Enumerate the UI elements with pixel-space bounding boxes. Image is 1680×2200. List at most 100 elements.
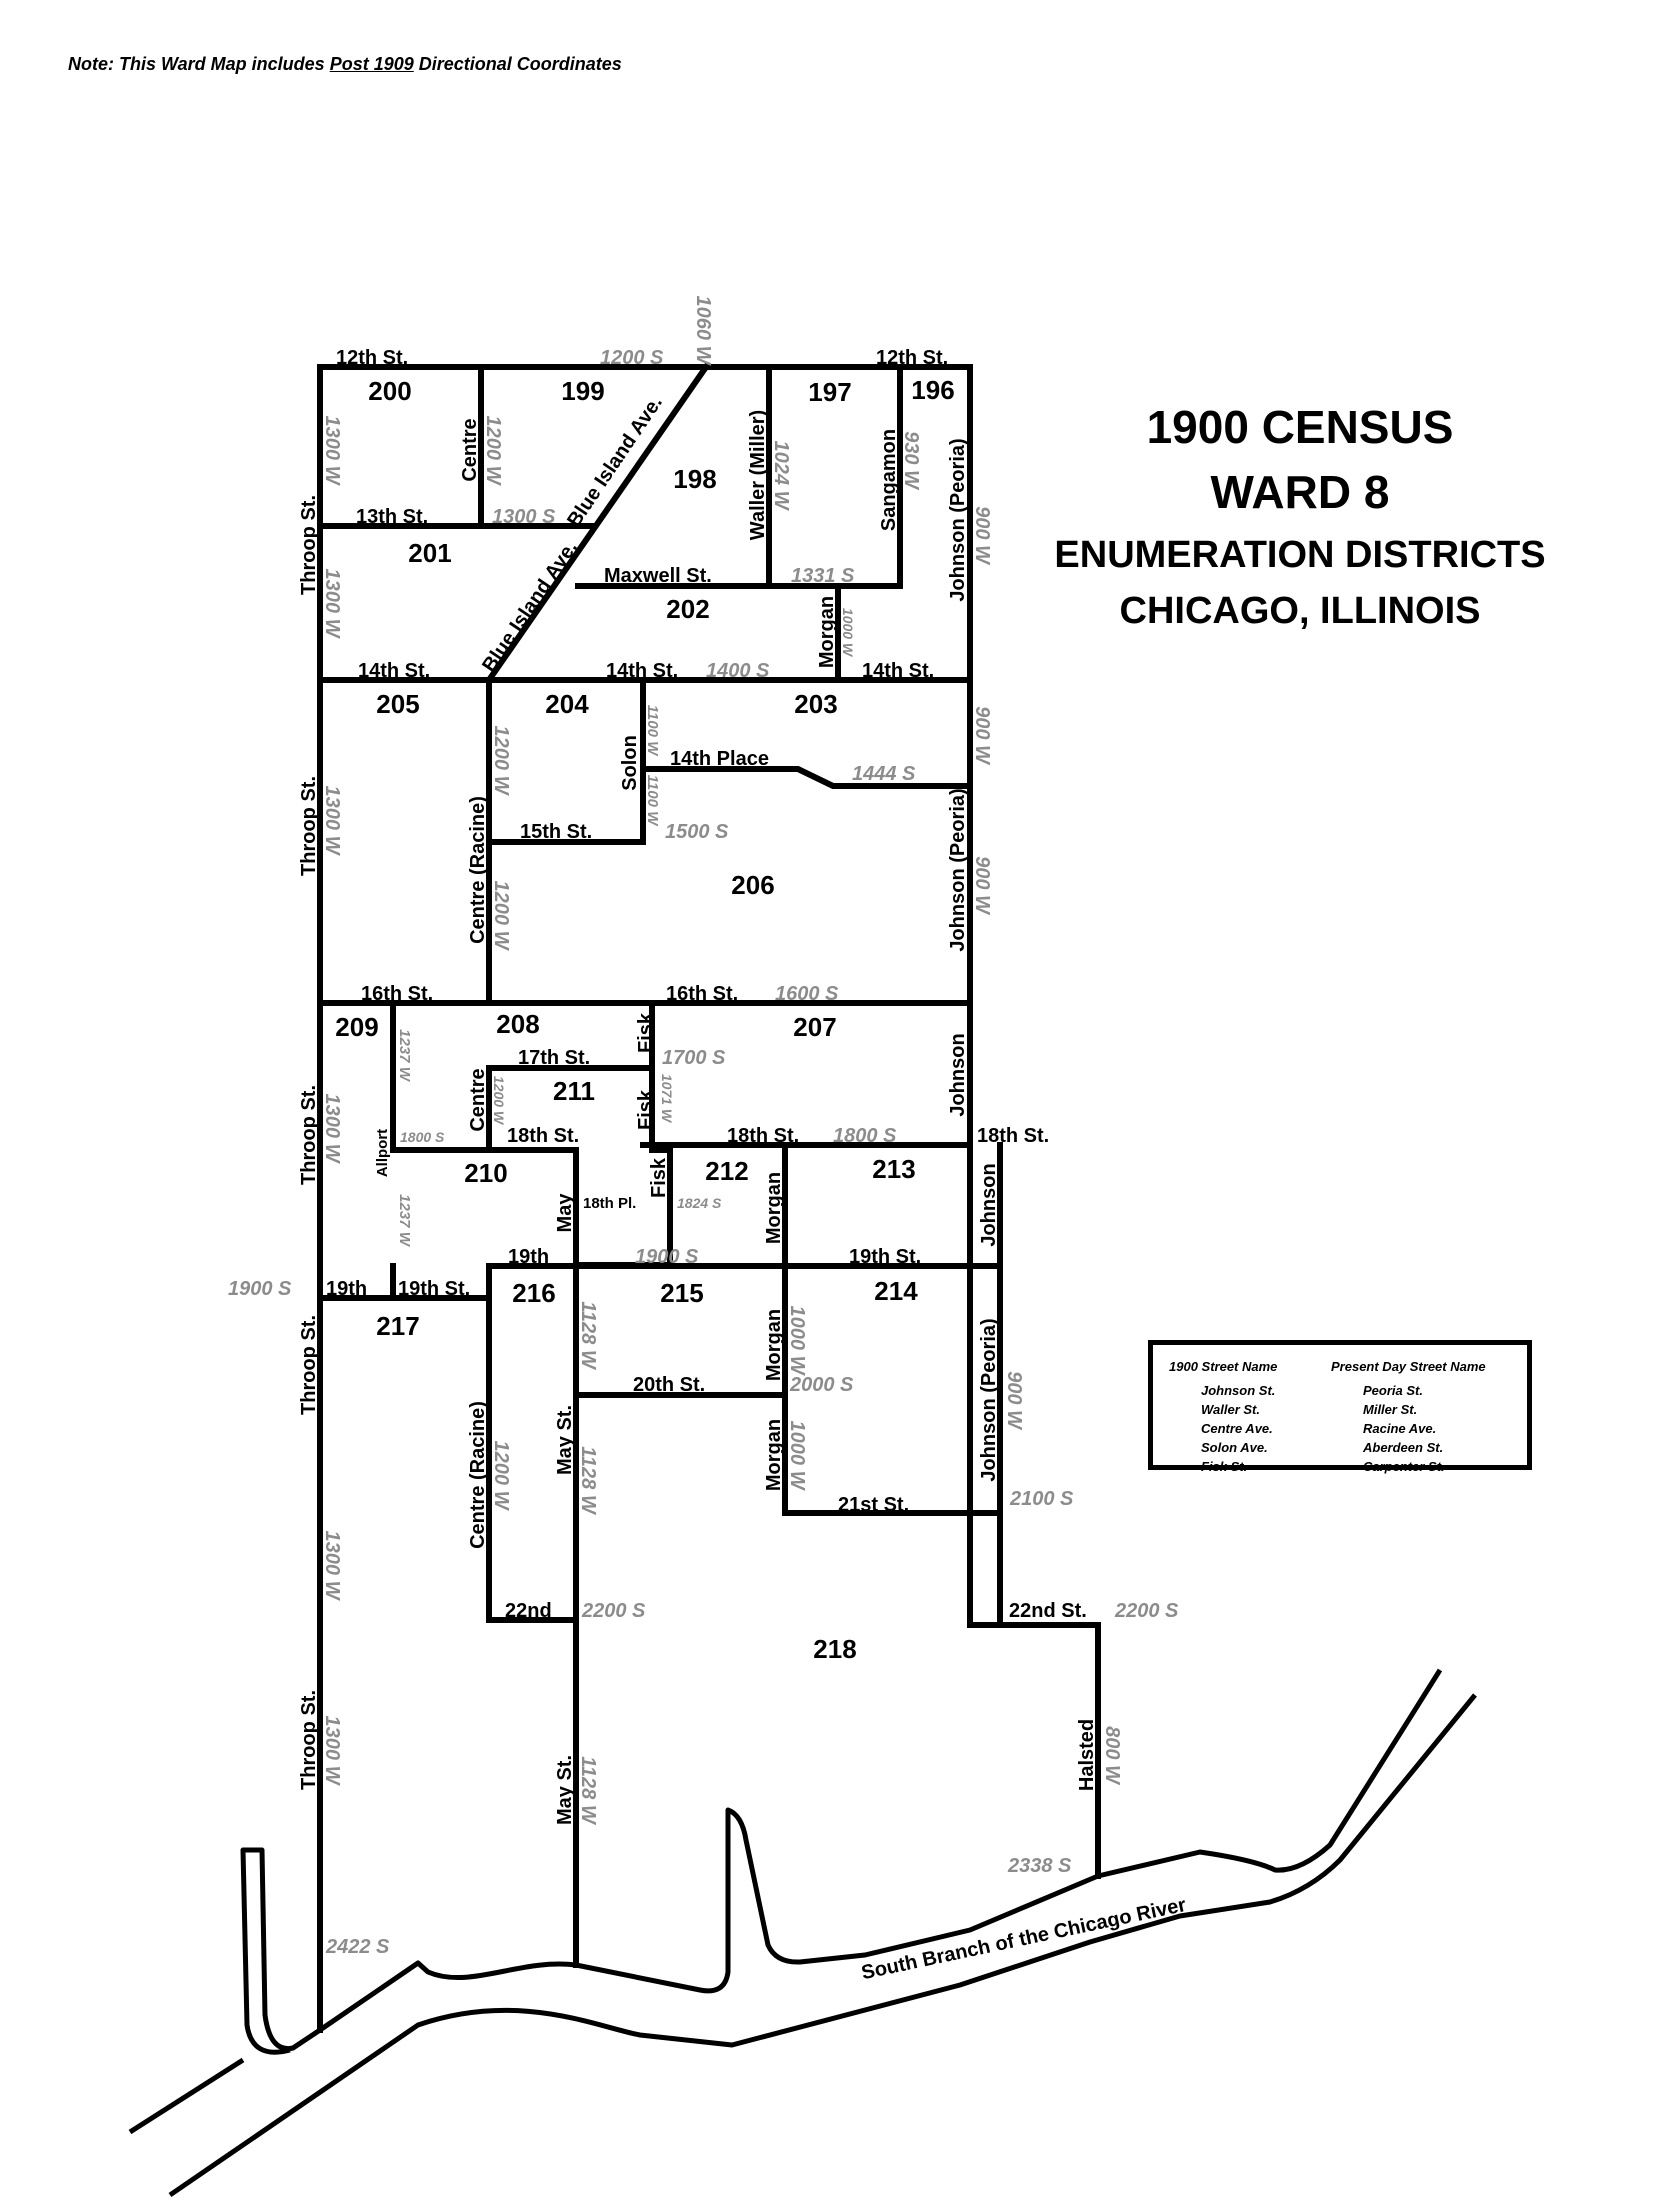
street-14th-east: 14th St. [862, 660, 934, 682]
coord-1000w-3: 1000 W [786, 1421, 808, 1492]
coord-1100w-2: 1100 W [644, 775, 661, 827]
coord-1500s: 1500 S [665, 821, 729, 843]
legend-header-new: Present Day Street Name [1331, 1359, 1486, 1374]
district-207: 207 [793, 1012, 836, 1042]
coord-1824s: 1824 S [677, 1195, 722, 1211]
chicago-river [128, 1668, 1477, 2198]
coord-1200w-2: 1200 W [490, 726, 512, 797]
coord-930w: 930 W [900, 431, 922, 491]
coord-1300s: 1300 S [492, 506, 556, 528]
coord-2100s: 2100 S [1009, 1488, 1074, 1510]
coord-1128w-3: 1128 W [577, 1756, 599, 1826]
legend-old-0: Johnson St. [1201, 1383, 1276, 1398]
district-201: 201 [408, 538, 451, 568]
coord-900w-4: 900 W [1003, 1371, 1025, 1431]
coord-1300w-4: 1300 W [321, 1094, 343, 1165]
legend-new-3: Aberdeen St. [1363, 1440, 1444, 1455]
map-title-line2: WARD 8 [1210, 466, 1390, 518]
street-centre-1: Centre [459, 418, 481, 481]
coord-1000w-2: 1000 W [786, 1306, 808, 1377]
street-maxwell: Maxwell St. [604, 565, 712, 587]
coord-1200w-1: 1200 W [482, 416, 504, 487]
district-216: 216 [512, 1278, 555, 1308]
street-21st: 21st St. [838, 1494, 909, 1516]
street-johnson-peoria-2: Johnson (Peoria) [947, 788, 969, 951]
street-name-legend: 1900 Street Name Present Day Street Name… [1148, 1340, 1532, 1474]
street-fisk-1: Fisk [635, 1012, 657, 1053]
coordinate-labels-vertical: 1060 W 1300 W 1300 W 1200 W 1024 W 930 W… [321, 296, 1123, 1826]
district-209: 209 [335, 1012, 378, 1042]
street-18th-west: 18th St. [507, 1125, 579, 1147]
street-18th-place: 18th Pl. [583, 1195, 636, 1212]
legend-new-1: Miller St. [1363, 1402, 1418, 1417]
street-morgan-1: Morgan [816, 596, 838, 668]
street-may-st-1: May St. [554, 1405, 576, 1475]
district-217: 217 [376, 1311, 419, 1341]
legend-header-old: 1900 Street Name [1169, 1359, 1278, 1374]
street-johnson-peoria-3: Johnson (Peoria) [978, 1318, 1000, 1481]
street-throop-2: Throop St. [298, 776, 320, 876]
coord-1300w-6: 1300 W [321, 1716, 343, 1787]
street-may-1: May [554, 1193, 576, 1233]
street-14th-west: 14th St. [358, 660, 430, 682]
map-title-line1: 1900 CENSUS [1146, 401, 1454, 453]
coord-1200s: 1200 S [600, 347, 664, 369]
street-waller: Waller (Miller) [747, 410, 769, 540]
coordinate-labels: 1200 S 1300 S 1331 S 1400 S 1444 S 1500 … [228, 347, 1179, 1958]
coord-1000w-1: 1000 W [840, 608, 856, 658]
district-215: 215 [660, 1278, 703, 1308]
street-14th-mid: 14th St. [606, 660, 678, 682]
street-22nd-east: 22nd St. [1009, 1600, 1087, 1622]
street-16th-east: 16th St. [666, 983, 738, 1005]
district-212: 212 [705, 1156, 748, 1186]
district-205: 205 [376, 689, 419, 719]
district-199: 199 [561, 376, 604, 406]
coord-1128w-2: 1128 W [577, 1446, 599, 1516]
district-211: 211 [553, 1076, 595, 1106]
street-halsted: Halsted [1076, 1719, 1098, 1791]
street-blue-island-2: Blue Island Ave. [478, 537, 582, 676]
street-19th-mid: 19th [508, 1246, 549, 1268]
street-15th: 15th St. [520, 821, 592, 843]
coord-1237w-1: 1237 W [396, 1029, 413, 1083]
district-196: 196 [911, 375, 954, 405]
legend-old-2: Centre Ave. [1201, 1421, 1273, 1436]
district-218: 218 [813, 1634, 856, 1664]
legend-new-4: Carpenter St. [1363, 1459, 1445, 1474]
coord-900w-1: 900 W [971, 506, 993, 566]
street-morgan-4: Morgan [763, 1419, 785, 1491]
district-213: 213 [872, 1154, 915, 1184]
coord-1300w-3: 1300 W [321, 786, 343, 857]
street-labels: 12th St. 12th St. 13th St. Maxwell St. 1… [326, 347, 1087, 1622]
coord-1600s: 1600 S [775, 983, 839, 1005]
street-morgan-3: Morgan [763, 1309, 785, 1381]
street-18th-east: 18th St. [977, 1125, 1049, 1147]
coord-1300w-1: 1300 W [321, 416, 343, 487]
coord-1900s-west: 1900 S [228, 1278, 292, 1300]
street-fisk-3: Fisk [648, 1157, 670, 1198]
district-203: 203 [794, 689, 837, 719]
street-19th-st: 19th St. [398, 1278, 470, 1300]
street-may-st-2: May St. [554, 1755, 576, 1825]
district-206: 206 [731, 870, 774, 900]
legend-old-4: Fisk St. [1201, 1459, 1248, 1474]
district-208: 208 [496, 1009, 539, 1039]
district-200: 200 [368, 376, 411, 406]
district-202: 202 [666, 594, 709, 624]
coord-1128w-1: 1128 W [577, 1301, 599, 1371]
coord-2200s-west: 2200 S [581, 1600, 646, 1622]
street-14th-place: 14th Place [670, 748, 769, 770]
street-16th-west: 16th St. [361, 983, 433, 1005]
district-198: 198 [673, 464, 716, 494]
coord-1800s-east: 1800 S [833, 1125, 897, 1147]
coord-1700s: 1700 S [662, 1047, 726, 1069]
coord-900w-2: 900 W [971, 706, 993, 766]
legend-new-2: Racine Ave. [1363, 1421, 1437, 1436]
coord-1200w-4: 1200 W [491, 1076, 507, 1126]
district-210: 210 [464, 1158, 507, 1188]
coord-1300w-2: 1300 W [321, 569, 343, 640]
street-johnson-1: Johnson [947, 1033, 969, 1116]
street-centre-racine-1: Centre (Racine) [467, 796, 489, 944]
legend-old-1: Waller St. [1201, 1402, 1261, 1417]
